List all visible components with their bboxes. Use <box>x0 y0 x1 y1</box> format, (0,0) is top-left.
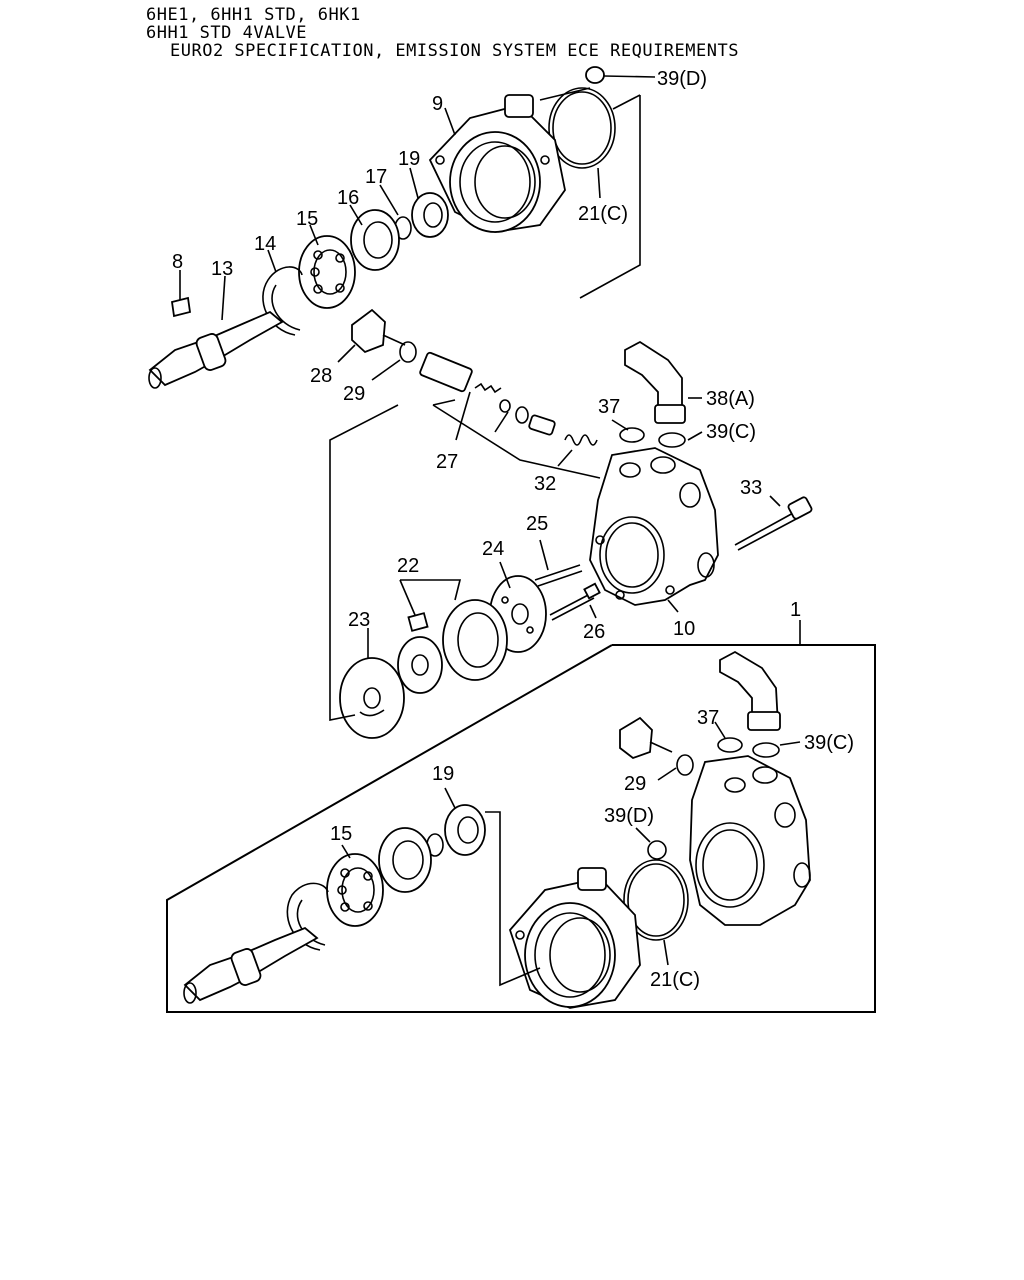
part-19-bearing-top <box>411 192 449 238</box>
callout-29-top: 29 <box>343 383 365 405</box>
callout-15-top: 15 <box>296 208 318 230</box>
callout-26: 26 <box>583 621 605 643</box>
part-29-oring-bottom <box>676 754 694 776</box>
callout-28: 28 <box>310 365 332 387</box>
part-33-bolt <box>734 496 813 551</box>
header-line-3: EURO2 SPECIFICATION, EMISSION SYSTEM ECE… <box>170 41 739 61</box>
part-22-rotor <box>397 636 443 694</box>
callout-9: 9 <box>432 93 443 115</box>
assembly-1-frame <box>166 620 876 1013</box>
header-line-2: 6HH1 STD 4VALVE <box>146 23 307 43</box>
leader-lines-top <box>179 75 781 721</box>
callout-14: 14 <box>254 233 276 255</box>
callout-21c-top: 21(C) <box>578 203 628 225</box>
part-21c-oring-bottom <box>623 859 689 941</box>
part-23-side-plate <box>339 657 405 739</box>
part-39c-oring-bottom <box>752 742 780 758</box>
part-16-disk <box>350 209 400 271</box>
part-13-shaft <box>148 310 284 389</box>
callout-19-bottom: 19 <box>432 763 454 785</box>
callout-39c-top: 39(C) <box>706 421 756 443</box>
part-10-pump-body <box>589 447 719 606</box>
part-15-ball-bearing-bottom <box>326 853 384 927</box>
callout-24: 24 <box>482 538 504 560</box>
part-14-retaining-clip <box>262 266 303 336</box>
callout-32: 32 <box>534 473 556 495</box>
part-26-screw <box>549 582 601 621</box>
part-28-connector-bottom <box>619 716 673 760</box>
part-22-cam-ring <box>407 599 508 681</box>
part-37-oring-bottom <box>717 737 743 753</box>
part-8-key <box>170 296 192 318</box>
part-29-oring-top <box>399 341 417 363</box>
part-39c-oring-top <box>658 432 686 448</box>
callout-39d-top: 39(D) <box>657 68 707 90</box>
callout-15-bottom: 15 <box>330 823 352 845</box>
part-32-spring <box>564 434 598 446</box>
callout-16: 16 <box>337 187 359 209</box>
callout-38a: 38(A) <box>706 388 755 410</box>
callout-39c-bottom: 39(C) <box>804 732 854 754</box>
part-19-bearing-bottom <box>444 804 486 856</box>
callout-37-bottom: 37 <box>697 707 719 729</box>
leader-lines-bottom <box>341 721 801 987</box>
callout-27: 27 <box>436 451 458 473</box>
callout-37-top: 37 <box>598 396 620 418</box>
callout-19-top: 19 <box>398 148 420 170</box>
callout-22: 22 <box>397 555 419 577</box>
callout-33: 33 <box>740 477 762 499</box>
header-line-1: 6HE1, 6HH1 STD, 6HK1 <box>146 5 361 25</box>
part-16-disk-bottom <box>378 827 432 893</box>
part-21c-oring-top <box>548 87 616 169</box>
part-39d-oring-bottom <box>647 840 667 860</box>
callout-21c-bottom: 21(C) <box>650 969 700 991</box>
part-25-pin <box>534 564 583 587</box>
part-38a-elbow-top <box>624 340 686 424</box>
callout-23: 23 <box>348 609 370 631</box>
part-39d-oring-top <box>585 66 605 84</box>
callout-8: 8 <box>172 251 183 273</box>
callout-25: 25 <box>526 513 548 535</box>
callout-17: 17 <box>365 166 387 188</box>
part-9-housing-bottom <box>508 867 641 1009</box>
part-37-oring-top <box>619 427 645 443</box>
part-15-ball-bearing-top <box>298 235 356 309</box>
callout-29-bottom: 29 <box>624 773 646 795</box>
callout-1: 1 <box>790 599 801 621</box>
callout-39d-bottom: 39(D) <box>604 805 654 827</box>
part-38a-elbow-bottom <box>719 650 781 731</box>
part-28-connector <box>351 308 406 354</box>
callout-10: 10 <box>673 618 695 640</box>
part-10-pump-body-bottom <box>689 755 811 926</box>
part-27-valve-assembly <box>419 351 556 436</box>
part-13-shaft-bottom <box>183 926 319 1004</box>
callout-13: 13 <box>211 258 233 280</box>
part-9-housing <box>428 94 566 233</box>
